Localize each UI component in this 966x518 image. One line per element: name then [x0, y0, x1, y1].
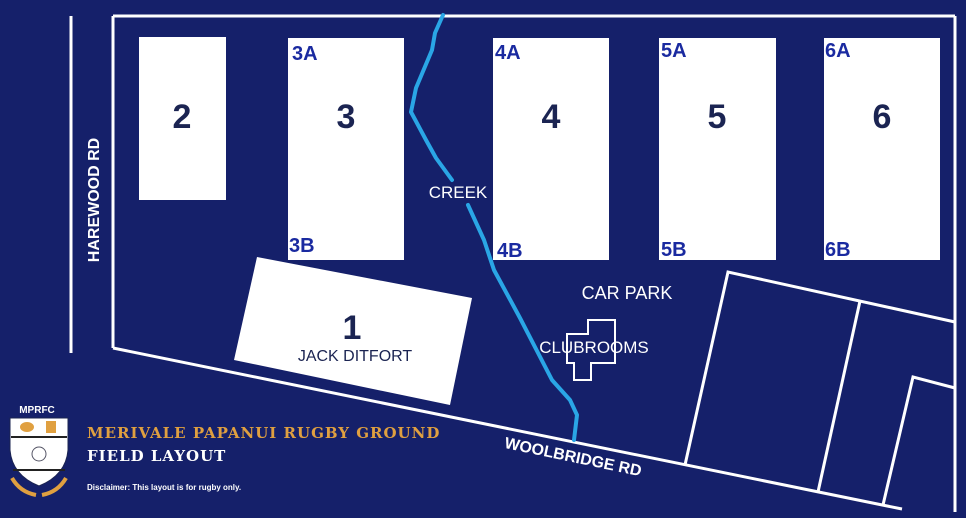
field-6-number: 6	[873, 98, 892, 136]
field-3a-label: 3A	[292, 43, 318, 65]
field-4[interactable]	[493, 38, 609, 260]
field-6b-label: 6B	[825, 239, 851, 261]
ground-title: MERIVALE PAPANUI RUGBY GROUND	[87, 424, 440, 442]
field-5a-label: 5A	[661, 40, 687, 62]
disclaimer: Disclaimer: This layout is for rugby onl…	[87, 483, 241, 492]
harewood-road-label: HAREWOOD RD	[86, 138, 103, 262]
creek-label: CREEK	[429, 183, 488, 202]
field-5b-label: 5B	[661, 239, 687, 261]
creek-line	[409, 13, 579, 442]
field-5-number: 5	[708, 98, 727, 136]
field-3[interactable]	[288, 38, 404, 260]
field-3-number: 3	[337, 98, 356, 136]
field-4-number: 4	[542, 98, 561, 136]
field-2[interactable]	[139, 37, 226, 200]
car-park-label: CAR PARK	[582, 283, 673, 303]
field-6a-label: 6A	[825, 40, 851, 62]
field-1-name: JACK DITFORT	[298, 348, 413, 365]
field-3b-label: 3B	[289, 235, 315, 257]
clubrooms-building[interactable]	[566, 319, 616, 381]
club-crest-logo: MPRFC	[9, 405, 69, 497]
clubrooms-label: CLUBROOMS	[539, 338, 649, 357]
field-1-number: 1	[343, 309, 362, 347]
club-abbrev: MPRFC	[19, 405, 55, 416]
field-4b-label: 4B	[497, 240, 523, 262]
parcel-line	[683, 270, 956, 466]
field-1[interactable]	[234, 257, 472, 405]
layout-subtitle: FIELD LAYOUT	[87, 447, 226, 465]
field-5[interactable]	[659, 38, 776, 260]
parcel-line	[881, 375, 956, 506]
field-4a-label: 4A	[495, 42, 521, 64]
parcel-line	[816, 300, 862, 493]
field-2-number: 2	[173, 98, 192, 136]
field-6[interactable]	[824, 38, 940, 260]
boundary-lines	[69, 14, 957, 512]
